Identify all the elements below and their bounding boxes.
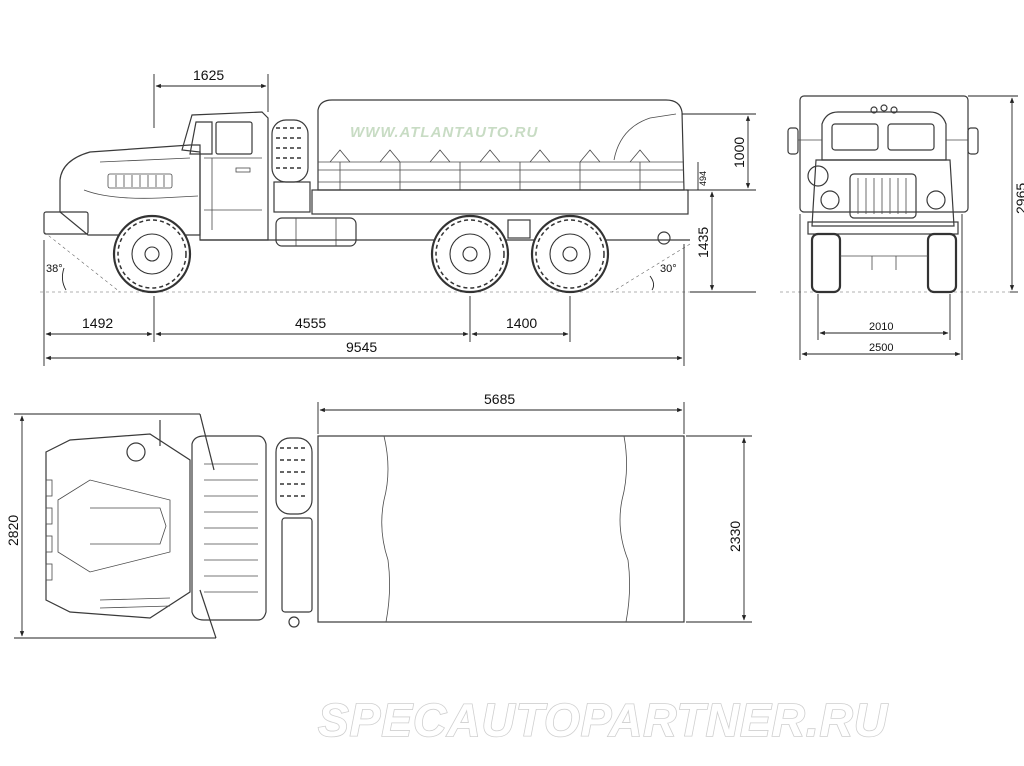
- cab-front-window: [189, 121, 213, 155]
- dim-overall-width-top: 2820: [5, 515, 21, 546]
- rear-wheel-1: [430, 214, 510, 294]
- dim-cab-length: 1625: [193, 67, 224, 83]
- front-hood: [811, 159, 955, 227]
- rear-wheel-2: [530, 214, 610, 294]
- windshield-right: [887, 123, 935, 151]
- dim-track: 2010: [869, 321, 893, 333]
- dim-side-board: 494: [698, 171, 708, 186]
- spare-wheel: [271, 119, 309, 183]
- front-wheel: [112, 214, 192, 294]
- front-tarp: [799, 95, 969, 213]
- headlight-right: [926, 190, 946, 210]
- front-grille: [849, 173, 917, 219]
- dim-platform-height: 1435: [695, 227, 711, 258]
- fuel-tank: [275, 217, 357, 247]
- dim-front-overhang: 1492: [82, 315, 113, 331]
- battery-box: [273, 181, 311, 213]
- dim-platform-width: 2330: [727, 521, 743, 552]
- dim-overall-width-front: 2500: [869, 342, 893, 354]
- fuel-tank-plan: [281, 517, 313, 613]
- cargo-tarp: [317, 99, 685, 191]
- mirror-right: [967, 127, 979, 155]
- spare-wheel-plan: [275, 437, 313, 515]
- watermark-specautopartner: SPECAUTOPARTNER.RU: [318, 694, 889, 746]
- cab-roof-plan: [191, 435, 267, 621]
- headlight-left: [820, 190, 840, 210]
- mirror-arm-right: [199, 589, 217, 639]
- front-wheel-left: [810, 232, 842, 294]
- front-view: 2965 2010 2500: [780, 95, 1024, 360]
- front-bumper-view: [807, 221, 959, 235]
- front-spotlight: [807, 165, 829, 187]
- approach-angle-label: 38°: [46, 263, 63, 275]
- departure-angle-label: 30°: [660, 263, 677, 275]
- tow-hook: [657, 231, 671, 245]
- front-wheel-right: [926, 232, 958, 294]
- watermark-atlantauto: WWW.ATLANTAUTO.RU: [350, 124, 539, 141]
- bogie-spring: [507, 219, 531, 239]
- front-bumper: [43, 211, 89, 235]
- front-cab: [821, 111, 947, 161]
- mirror-left: [787, 127, 799, 155]
- dim-bogie-base: 1400: [506, 315, 537, 331]
- dim-overall-length: 9545: [346, 339, 377, 355]
- mirror-arm-left: [199, 413, 215, 471]
- cab-side-window: [215, 121, 253, 155]
- dim-tarp-height: 1000: [731, 137, 747, 168]
- windshield-left: [831, 123, 879, 151]
- spotlight-plan: [126, 442, 146, 462]
- cargo-platform-plan: [317, 435, 685, 623]
- tarp-ropes: [329, 149, 651, 190]
- side-view: WWW.ATLANTAUTO.RU 38° 30° 1625 1492 4555…: [40, 67, 756, 366]
- top-view: 5685 2330 2820: [5, 391, 752, 639]
- dim-wheelbase: 4555: [295, 315, 326, 331]
- cab: [181, 111, 269, 241]
- hood-plan: [45, 433, 191, 619]
- dim-platform-length: 5685: [484, 391, 515, 407]
- dim-overall-height: 2965: [1013, 183, 1024, 214]
- cargo-platform: [311, 189, 689, 215]
- grille-vents: [107, 173, 173, 189]
